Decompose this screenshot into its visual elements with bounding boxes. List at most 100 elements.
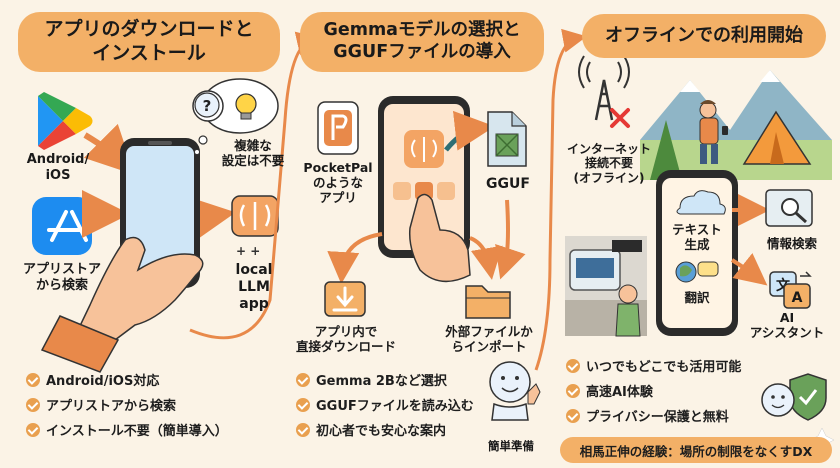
app-store-icon: [32, 197, 92, 255]
ai-assistant-line1: AI: [779, 310, 795, 325]
checklist-item: いつでもどこでも活用可能: [566, 356, 741, 375]
section1-title-line2: インストール: [92, 42, 206, 64]
gguf-label-text: GGUF: [486, 176, 530, 192]
check-icon: [566, 358, 580, 373]
check-icon: [566, 383, 580, 398]
appstore-label-line1: アプリストア: [22, 262, 101, 277]
gguf-file-icon: [487, 111, 527, 167]
pocketpal-label-line2: のような: [312, 175, 363, 190]
bubble-label-line2: 設定は不要: [221, 153, 285, 168]
tapping-hand: [408, 193, 471, 283]
easy-prep-label: 簡単準備: [486, 439, 536, 454]
section3-title-text: オフラインでの利用開始: [605, 24, 803, 46]
checklist-text: いつでもどこでも活用可能: [586, 360, 742, 375]
checklist-item: Android/iOS対応: [26, 370, 228, 389]
svg-text:?: ?: [203, 97, 212, 115]
local-llm-label-line1: local: [235, 262, 273, 278]
check-icon: [296, 397, 310, 412]
checklist-text: Android/iOS対応: [46, 374, 160, 389]
train-station-scene: [565, 236, 647, 337]
section2-title-line2: GGUFファイルの導入: [333, 42, 511, 62]
check-icon: [566, 408, 580, 423]
appstore-label-line2: から検索: [35, 277, 88, 293]
checklist-text: プライバシー保護と無料: [586, 410, 729, 425]
translation-text: 翻訳: [684, 290, 710, 305]
section2-title-line1: Gemmaモデルの選択と: [323, 20, 521, 41]
smiling-character: [489, 361, 541, 421]
section1-title-line1: アプリのダウンロードと: [44, 18, 254, 41]
local-llm-app-label: local LLM app: [226, 262, 282, 312]
checklist-item: 高速AI体験: [566, 381, 741, 400]
info-search-text: 情報検索: [766, 236, 817, 251]
text-gen-line2: 生成: [684, 237, 710, 252]
checklist-item: 初心者でも安心な案内: [296, 420, 474, 439]
checklist-text: アプリストアから検索: [46, 399, 177, 414]
thought-bubble: ?: [192, 78, 279, 155]
ai-assistant-line2: アシスタント: [749, 325, 825, 340]
footer-banner: 相馬正伸の経験：場所の制限をなくすDX: [560, 437, 832, 463]
text-gen-line1: テキスト: [672, 222, 722, 237]
download-label-line2: 直接ダウンロード: [295, 339, 396, 354]
hand-illustration: [40, 236, 204, 373]
easy-prep-text: 簡単準備: [488, 439, 534, 453]
check-icon: [26, 422, 40, 437]
checklist-item: GGUFファイルを読み込む: [296, 395, 474, 414]
mountain-landscape: [640, 70, 832, 186]
section2-checklist: Gemma 2Bなど選択 GGUFファイルを読み込む 初心者でも安心な案内: [296, 370, 474, 445]
checklist-text: GGUFファイルを読み込む: [316, 399, 474, 414]
checklist-item: インストール不要（簡単導入）: [26, 420, 228, 439]
translation-label: 翻訳: [666, 290, 728, 305]
hiker-with-phone: [699, 100, 728, 164]
pocketpal-label-line3: アプリ: [319, 190, 357, 205]
gguf-label: GGUF: [480, 176, 536, 193]
ai-assistant-label: AI アシスタント: [740, 310, 834, 340]
pocketpal-label-line1: PocketPal: [303, 160, 373, 175]
android-label-line1: Android/: [26, 152, 90, 167]
check-icon: [26, 372, 40, 387]
pocketpal-label: PocketPal のような アプリ: [298, 160, 378, 205]
download-icon: [324, 281, 366, 317]
appstore-search-label: アプリストア から検索: [12, 262, 112, 293]
external-import-label: 外部ファイルか らインポート: [430, 324, 548, 354]
import-label-line2: らインポート: [451, 339, 527, 354]
google-play-icon: [38, 92, 93, 150]
checklist-item: プライバシー保護と無料: [566, 406, 741, 425]
privacy-shield-character: [761, 373, 827, 421]
checklist-text: インストール不要（簡単導入）: [46, 424, 228, 439]
text-generation-label: テキスト 生成: [666, 222, 728, 252]
no-internet-line2: 接続不要: [584, 156, 633, 171]
checklist-text: 高速AI体験: [586, 385, 653, 400]
section2-title: Gemmaモデルの選択と GGUFファイルの導入: [300, 12, 544, 72]
import-label-line1: 外部ファイルか: [445, 324, 533, 339]
android-ios-label: Android/ iOS: [18, 152, 98, 183]
no-signal-tower-icon: [578, 55, 630, 128]
section3-checklist: いつでもどこでも活用可能 高速AI体験 プライバシー保護と無料: [566, 356, 741, 431]
phone-with-ai-features: [656, 170, 738, 336]
folder-icon: [465, 285, 511, 319]
checklist-item: Gemma 2Bなど選択: [296, 370, 474, 389]
check-icon: [296, 372, 310, 387]
check-icon: [26, 397, 40, 412]
section1-checklist: Android/iOS対応 アプリストアから検索 インストール不要（簡単導入）: [26, 370, 228, 445]
tent-illustration: [742, 110, 812, 165]
local-llm-label-line2: LLM: [238, 278, 270, 295]
checklist-item: アプリストアから検索: [26, 395, 228, 414]
section3-title: オフラインでの利用開始: [582, 14, 826, 58]
footer-text: 相馬正伸の経験：場所の制限をなくすDX: [579, 443, 813, 459]
bubble-label-line1: 複雑な: [234, 138, 272, 153]
in-app-download-label: アプリ内で 直接ダウンロード: [288, 324, 404, 354]
pocketpal-icon: [317, 101, 359, 155]
svg-text:A: A: [792, 290, 803, 306]
svg-text:+ +: + +: [236, 244, 260, 258]
android-label-line2: iOS: [45, 167, 71, 183]
translate-icon: 文 A: [769, 271, 812, 309]
brain-chip-icon: + +: [231, 195, 279, 258]
checklist-text: 初心者でも安心な案内: [316, 424, 447, 439]
no-complex-settings-label: 複雑な 設定は不要: [216, 138, 290, 168]
local-llm-label-line3: app: [239, 295, 269, 312]
section1-title: アプリのダウンロードと インストール: [18, 12, 280, 72]
info-search-icon: [765, 189, 813, 227]
no-internet-line1: インターネット: [566, 142, 651, 156]
